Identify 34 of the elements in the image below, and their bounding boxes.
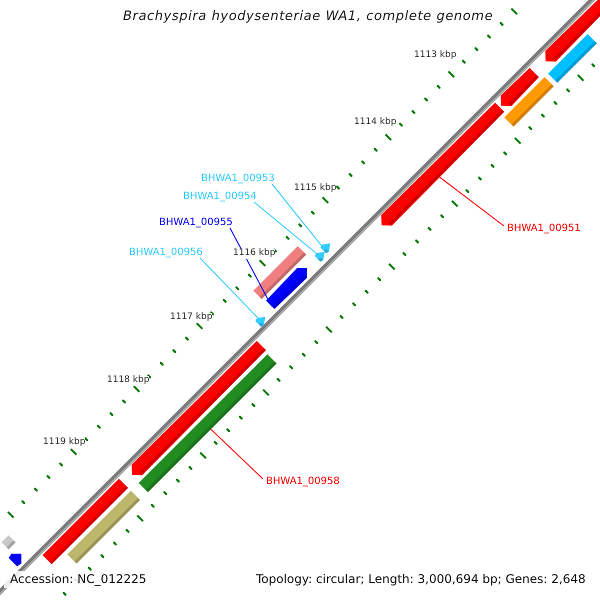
gene-feature — [504, 77, 554, 127]
scale-label: 1118 kbp — [107, 376, 150, 386]
gene-feature — [320, 243, 330, 254]
gene-feature — [548, 34, 597, 83]
gene-feature — [132, 340, 266, 476]
scale-label: 1117 kbp — [170, 313, 212, 323]
scale-label: 1119 kbp — [43, 438, 86, 448]
scale-label: 1115 kbp — [294, 184, 336, 194]
title: Brachyspira hyodysenteriae WA1, complete genome — [123, 10, 494, 24]
gene-feature — [381, 102, 504, 226]
gene-label: BHWA1_00955 — [159, 217, 233, 228]
gene-feature — [2, 535, 16, 550]
scale-label: 1114 kbp — [354, 118, 396, 128]
gene-feature — [8, 554, 22, 566]
scale-label: 1113 kbp — [414, 51, 456, 61]
scale-label: 1116 kbp — [233, 249, 276, 259]
gene-label: BHWA1_00953 — [201, 173, 275, 184]
leader-line — [254, 202, 318, 254]
gene-label: BHWA1_00956 — [129, 247, 203, 258]
leader-line — [230, 228, 272, 307]
gene-feature — [67, 490, 140, 564]
gene-label: BHWA1_00954 — [183, 191, 257, 202]
gene-feature — [314, 252, 325, 262]
leader-line — [200, 258, 259, 319]
gene-feature — [545, 0, 600, 62]
gene-label: BHWA1_00951 — [507, 223, 581, 234]
leader-line — [210, 428, 264, 480]
leader-line — [272, 184, 322, 247]
gene-feature — [266, 268, 307, 309]
gene-feature — [42, 478, 128, 564]
gene-feature — [255, 316, 266, 327]
leader-line — [438, 176, 504, 226]
gene-label: BHWA1_00958 — [266, 476, 340, 487]
gene-feature — [500, 68, 539, 106]
